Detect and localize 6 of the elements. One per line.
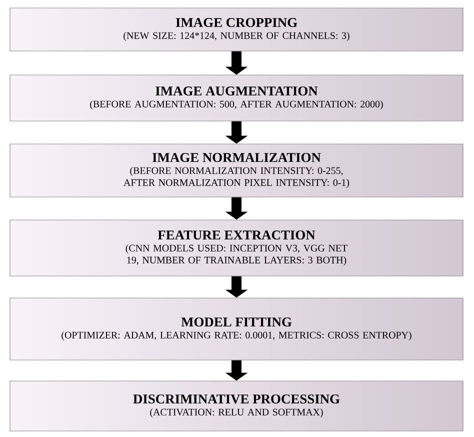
process-box: IMAGE AUGMENTATION (BEFORE AUGMENTATION: 500, AFTER AUGMENTATION: 2000) (10, 74, 464, 122)
process-box: DISCRIMINATIVE PROCESSING (ACTIVATION: RELU AND SOFTMAX) (10, 380, 464, 432)
process-box: MODEL FITTING (OPTIMIZER: ADAM, LEARNING RATE: 0.0001, METRICS: CROSS ENTROPY) (10, 298, 464, 360)
process-box: IMAGE CROPPING (NEW SIZE: 124*124, NUMBER OF CHANNELS: 3) (10, 8, 464, 52)
process-box: FEATURE EXTRACTION (CNN MODELS USED: INCEPTION V3, VGG NET 19, NUMBER OF TRAINABLE LAYERS: 3 BOTH) (10, 220, 464, 276)
process-box: IMAGE NORMALIZATION (BEFORE NORMALIZATION INTENSITY: 0-255, AFTER NORMALIZATION PIXEL INTENSITY: 0-1) (10, 144, 464, 198)
